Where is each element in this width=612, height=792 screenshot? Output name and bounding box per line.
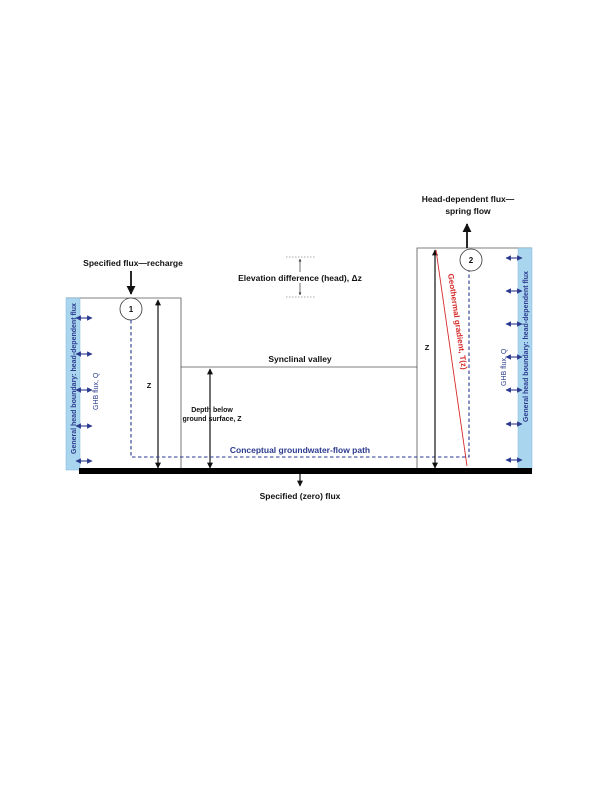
recharge-label: Specified flux—recharge <box>83 258 183 268</box>
node-1-label: 1 <box>129 305 134 314</box>
depth-label-line2: ground surface, Z <box>182 416 242 423</box>
ghb-boundary-label-right: General head boundary: head-dependent fl… <box>523 271 530 422</box>
model-outline <box>66 247 532 368</box>
z-label-left: Z <box>147 381 152 390</box>
spring-flow-label-line2: spring flow <box>445 206 491 216</box>
ghb-boundary-label-left: General head boundary: head-dependent fl… <box>71 303 78 454</box>
geothermal-gradient-label: Geothermal gradient, T(z) <box>446 273 469 371</box>
node-2-label: 2 <box>469 256 474 265</box>
depth-label-line1: Depth below <box>191 407 233 414</box>
flow-path-label: Conceptual groundwater-flow path <box>230 445 370 455</box>
geothermal-gradient-line <box>435 249 468 467</box>
ghb-flux-arrows-right <box>505 255 523 463</box>
specified-zero-flux-label: Specified (zero) flux <box>260 491 341 501</box>
ghb-flux-label-left: GHB flux, Q <box>93 372 100 410</box>
node-2-circle <box>459 248 483 272</box>
elevation-difference-label: Elevation difference (head), Δz <box>238 273 362 283</box>
ghb-flux-arrows-left <box>75 315 93 464</box>
synclinal-valley-label: Synclinal valley <box>268 354 332 364</box>
specified-zero-flux-base <box>79 468 532 474</box>
spring-flow-label-line1: Head-dependent flux— <box>422 194 515 204</box>
groundwater-flow-path <box>130 263 472 458</box>
ghb-flux-label-right: GHB flux, Q <box>501 348 508 386</box>
z-label-right: Z <box>425 343 430 352</box>
